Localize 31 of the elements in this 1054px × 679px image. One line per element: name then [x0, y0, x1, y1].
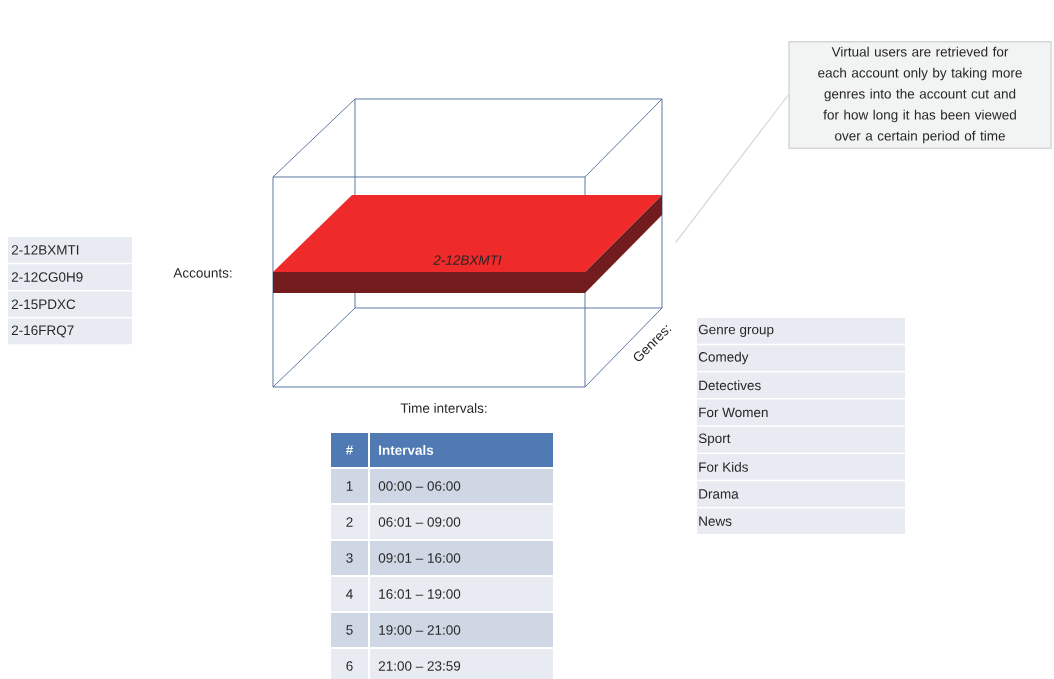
table-cell: 2-12BXMTI [8, 237, 132, 263]
table-cell: 4 [331, 577, 368, 611]
table-cell: 2-12CG0H9 [8, 264, 132, 290]
table-cell: For Kids [697, 454, 905, 480]
table-cell: 21:00 – 23:59 [370, 649, 553, 679]
table-cell: Sport [697, 426, 905, 453]
table-cell: 2-15PDXC [8, 291, 132, 318]
axis-label: Accounts: [173, 268, 232, 278]
table-cell: 1 [331, 469, 368, 503]
table-cell: For Women [697, 399, 905, 426]
table-cell: News [697, 508, 905, 535]
slab: 2-12BXMTI [273, 195, 662, 293]
table-cell: 06:01 – 09:00 [370, 505, 553, 539]
table-cell: 6 [331, 649, 368, 679]
table-cell: Drama [697, 481, 905, 507]
table-cell: 3 [331, 541, 368, 575]
table-header-cell: Intervals [370, 433, 553, 467]
table-cell: 16:01 – 19:00 [370, 577, 553, 611]
table-cell: 19:00 – 21:00 [370, 613, 553, 647]
table-cell: 2 [331, 505, 368, 539]
table-cell: Genre group [697, 318, 905, 344]
table-cell: 00:00 – 06:00 [370, 469, 553, 503]
axis-label: Time intervals: [400, 403, 487, 413]
table-cell: Detectives [697, 372, 905, 399]
leader-line [674, 94, 789, 244]
table-header-cell: # [331, 433, 368, 467]
table-cell: 09:01 – 16:00 [370, 541, 553, 575]
table-cell: 2-16FRQ7 [8, 318, 132, 345]
callout-box: Virtual users are retrieved for each account only by taking more genres into the account cut and for how long it has been viewed over a certain period of time [788, 40, 1052, 150]
table-cell: Comedy [697, 345, 905, 371]
table-cell: 5 [331, 613, 368, 647]
